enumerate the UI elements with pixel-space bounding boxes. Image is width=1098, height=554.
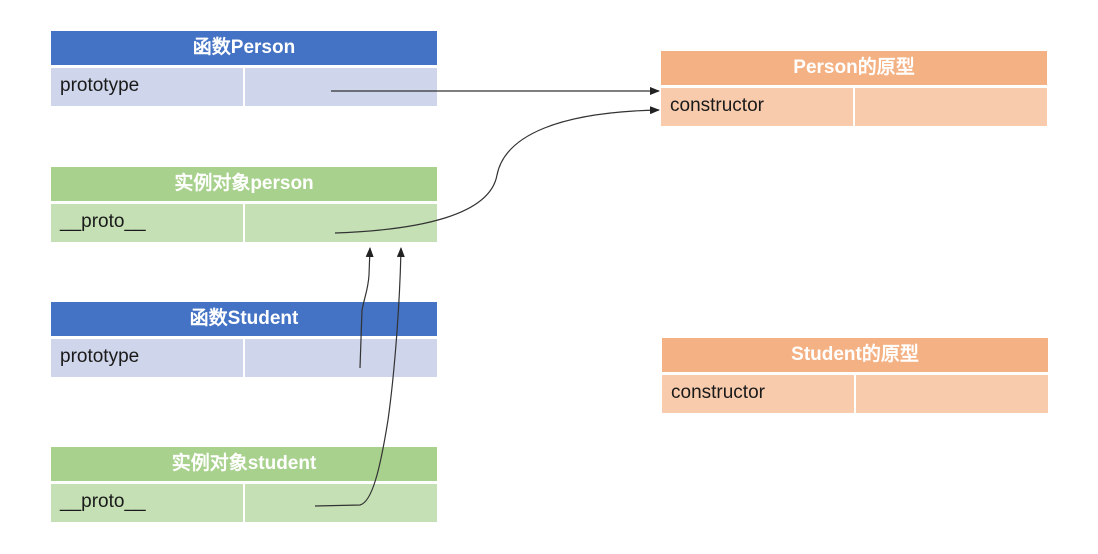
arrow-student-instance-proto-link xyxy=(314,247,405,507)
table-student-prototype: Student的原型 constructor xyxy=(662,338,1048,413)
field-name: __proto__ xyxy=(51,204,243,242)
table-person-prototype: Person的原型 constructor xyxy=(661,51,1047,126)
field-name: prototype xyxy=(51,68,243,106)
field-value xyxy=(245,339,437,377)
field-name: constructor xyxy=(662,375,854,413)
table-row: prototype xyxy=(51,68,437,106)
field-value xyxy=(245,484,437,522)
table-instance-person: 实例对象person __proto__ xyxy=(51,167,437,242)
field-value xyxy=(855,88,1047,126)
field-value xyxy=(856,375,1048,413)
field-name: constructor xyxy=(661,88,853,126)
table-function-student: 函数Student prototype xyxy=(51,302,437,377)
table-row: constructor xyxy=(662,375,1048,413)
table-instance-student: 实例对象student __proto__ xyxy=(51,447,437,522)
table-row: __proto__ xyxy=(51,204,437,242)
table-header: 实例对象student xyxy=(51,447,437,481)
field-value xyxy=(245,204,437,242)
table-row: prototype xyxy=(51,339,437,377)
table-header: 实例对象person xyxy=(51,167,437,201)
arrow-person-proto-link xyxy=(334,106,660,234)
table-header: Person的原型 xyxy=(661,51,1047,85)
arrow-student-prototype-to-person-instance xyxy=(359,247,374,369)
field-value xyxy=(245,68,437,106)
table-header: 函数Student xyxy=(51,302,437,336)
table-header: 函数Person xyxy=(51,31,437,65)
field-name: __proto__ xyxy=(51,484,243,522)
table-row: constructor xyxy=(661,88,1047,126)
table-function-person: 函数Person prototype xyxy=(51,31,437,106)
table-row: __proto__ xyxy=(51,484,437,522)
field-name: prototype xyxy=(51,339,243,377)
table-header: Student的原型 xyxy=(662,338,1048,372)
